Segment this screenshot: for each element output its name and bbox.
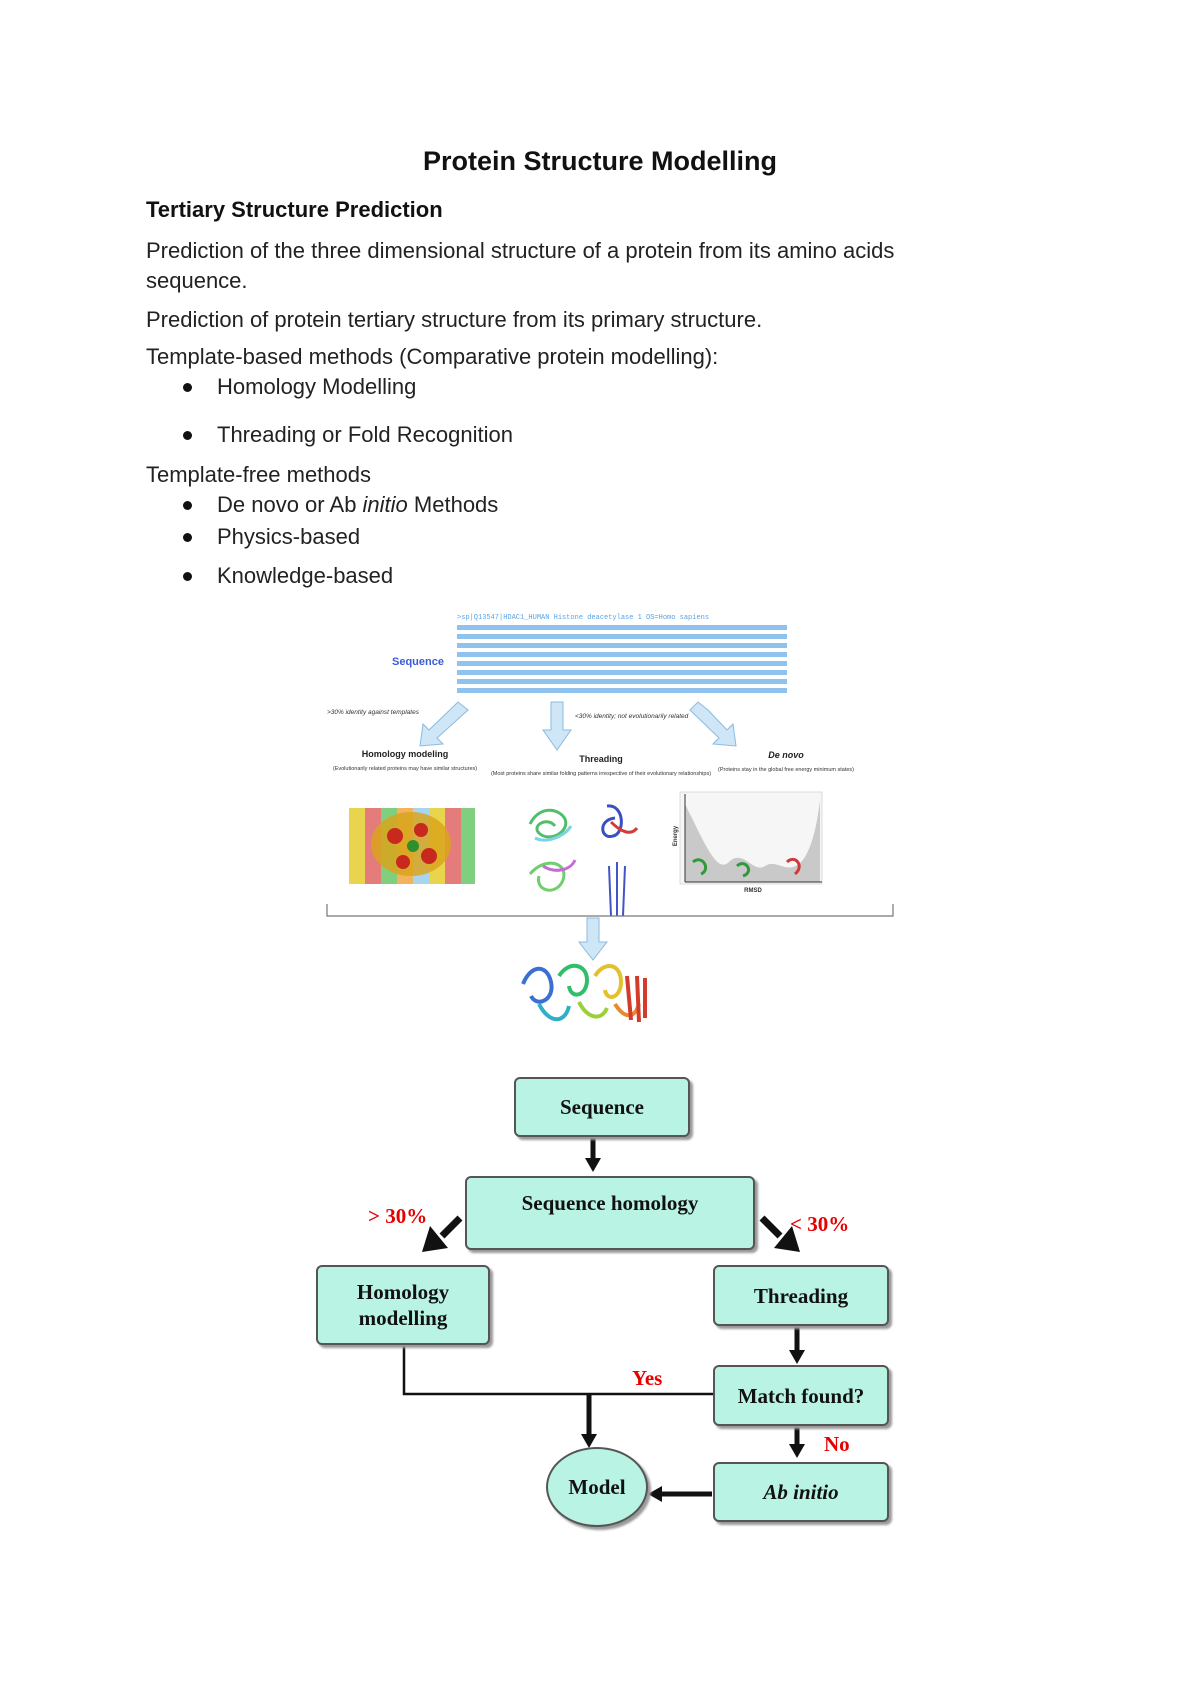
paragraph-definition-line2: sequence. (146, 268, 248, 293)
flowchart-no-label: No (824, 1432, 850, 1456)
section-heading: Tertiary Structure Prediction (146, 197, 443, 222)
sequence-header: >sp|Q13547|HDAC1_HUMAN Histone deacetyla… (457, 614, 709, 622)
down-arrow-icon (689, 701, 737, 747)
paragraph-template-free: Template-free methods (146, 462, 371, 487)
bullet-icon (183, 533, 192, 542)
bullet-icon (183, 383, 192, 392)
energy-axis-label: Energy (673, 825, 679, 846)
homology-alignment-image (349, 808, 475, 884)
flowchart-model-node: Model (546, 1447, 648, 1527)
flowchart-lt30-label: < 30% (790, 1212, 850, 1236)
flowchart-sequence-homology-box: Sequence homology (465, 1176, 755, 1250)
homology-modeling-title: Homology modeling (362, 749, 449, 759)
page-title: Protein Structure Modelling (422, 146, 778, 176)
threading-structures-image (528, 804, 639, 917)
flowchart-sequence-box: Sequence (514, 1077, 690, 1137)
final-protein-structure-image (521, 964, 647, 1023)
prediction-methods-figure: Sequence >sp|Q13547|HDAC1_HUMAN Histone … (326, 614, 894, 1023)
flowchart-match-found-box: Match found? (713, 1365, 889, 1426)
down-arrow-icon (542, 701, 572, 751)
flowchart-yes-label: Yes (632, 1366, 663, 1390)
flowchart-gt30-label: > 30% (368, 1204, 428, 1228)
flowchart-homology-box: Homology modelling (316, 1265, 490, 1345)
middle-identity-note: <30% identity; not evolutionarily relate… (575, 713, 689, 720)
paragraph-template-based: Template-based methods (Comparative prot… (146, 344, 719, 369)
down-arrow-icon (419, 701, 469, 747)
left-identity-note: >30% identity against templates (327, 709, 420, 716)
down-arrow-icon (577, 917, 609, 961)
paragraph-primary-structure: Prediction of protein tertiary structure… (146, 307, 763, 332)
bullet-icon (183, 572, 192, 581)
homology-modeling-subtitle: (Evolutionarily related proteins may hav… (333, 766, 477, 772)
bullet-icon (183, 431, 192, 440)
energy-landscape-plot: Energy RMSD (673, 791, 823, 894)
de-novo-subtitle: (Proteins stay in the global free energy… (718, 767, 854, 773)
paragraph-definition-line1: Prediction of the three dimensional stru… (146, 238, 895, 263)
threading-subtitle: (Most proteins share similar folding pat… (491, 771, 711, 777)
bullet-icon (183, 501, 192, 510)
sequence-text-block (457, 625, 787, 693)
flowchart-threading-box: Threading (713, 1265, 889, 1326)
rmsd-axis-label: RMSD (744, 888, 762, 894)
de-novo-title: De novo (768, 750, 804, 760)
flowchart-ab-initio-box: Ab initio (713, 1462, 889, 1522)
bracket-line (326, 904, 894, 917)
threading-title: Threading (579, 754, 623, 764)
figure-sequence-label: Sequence (392, 656, 444, 668)
